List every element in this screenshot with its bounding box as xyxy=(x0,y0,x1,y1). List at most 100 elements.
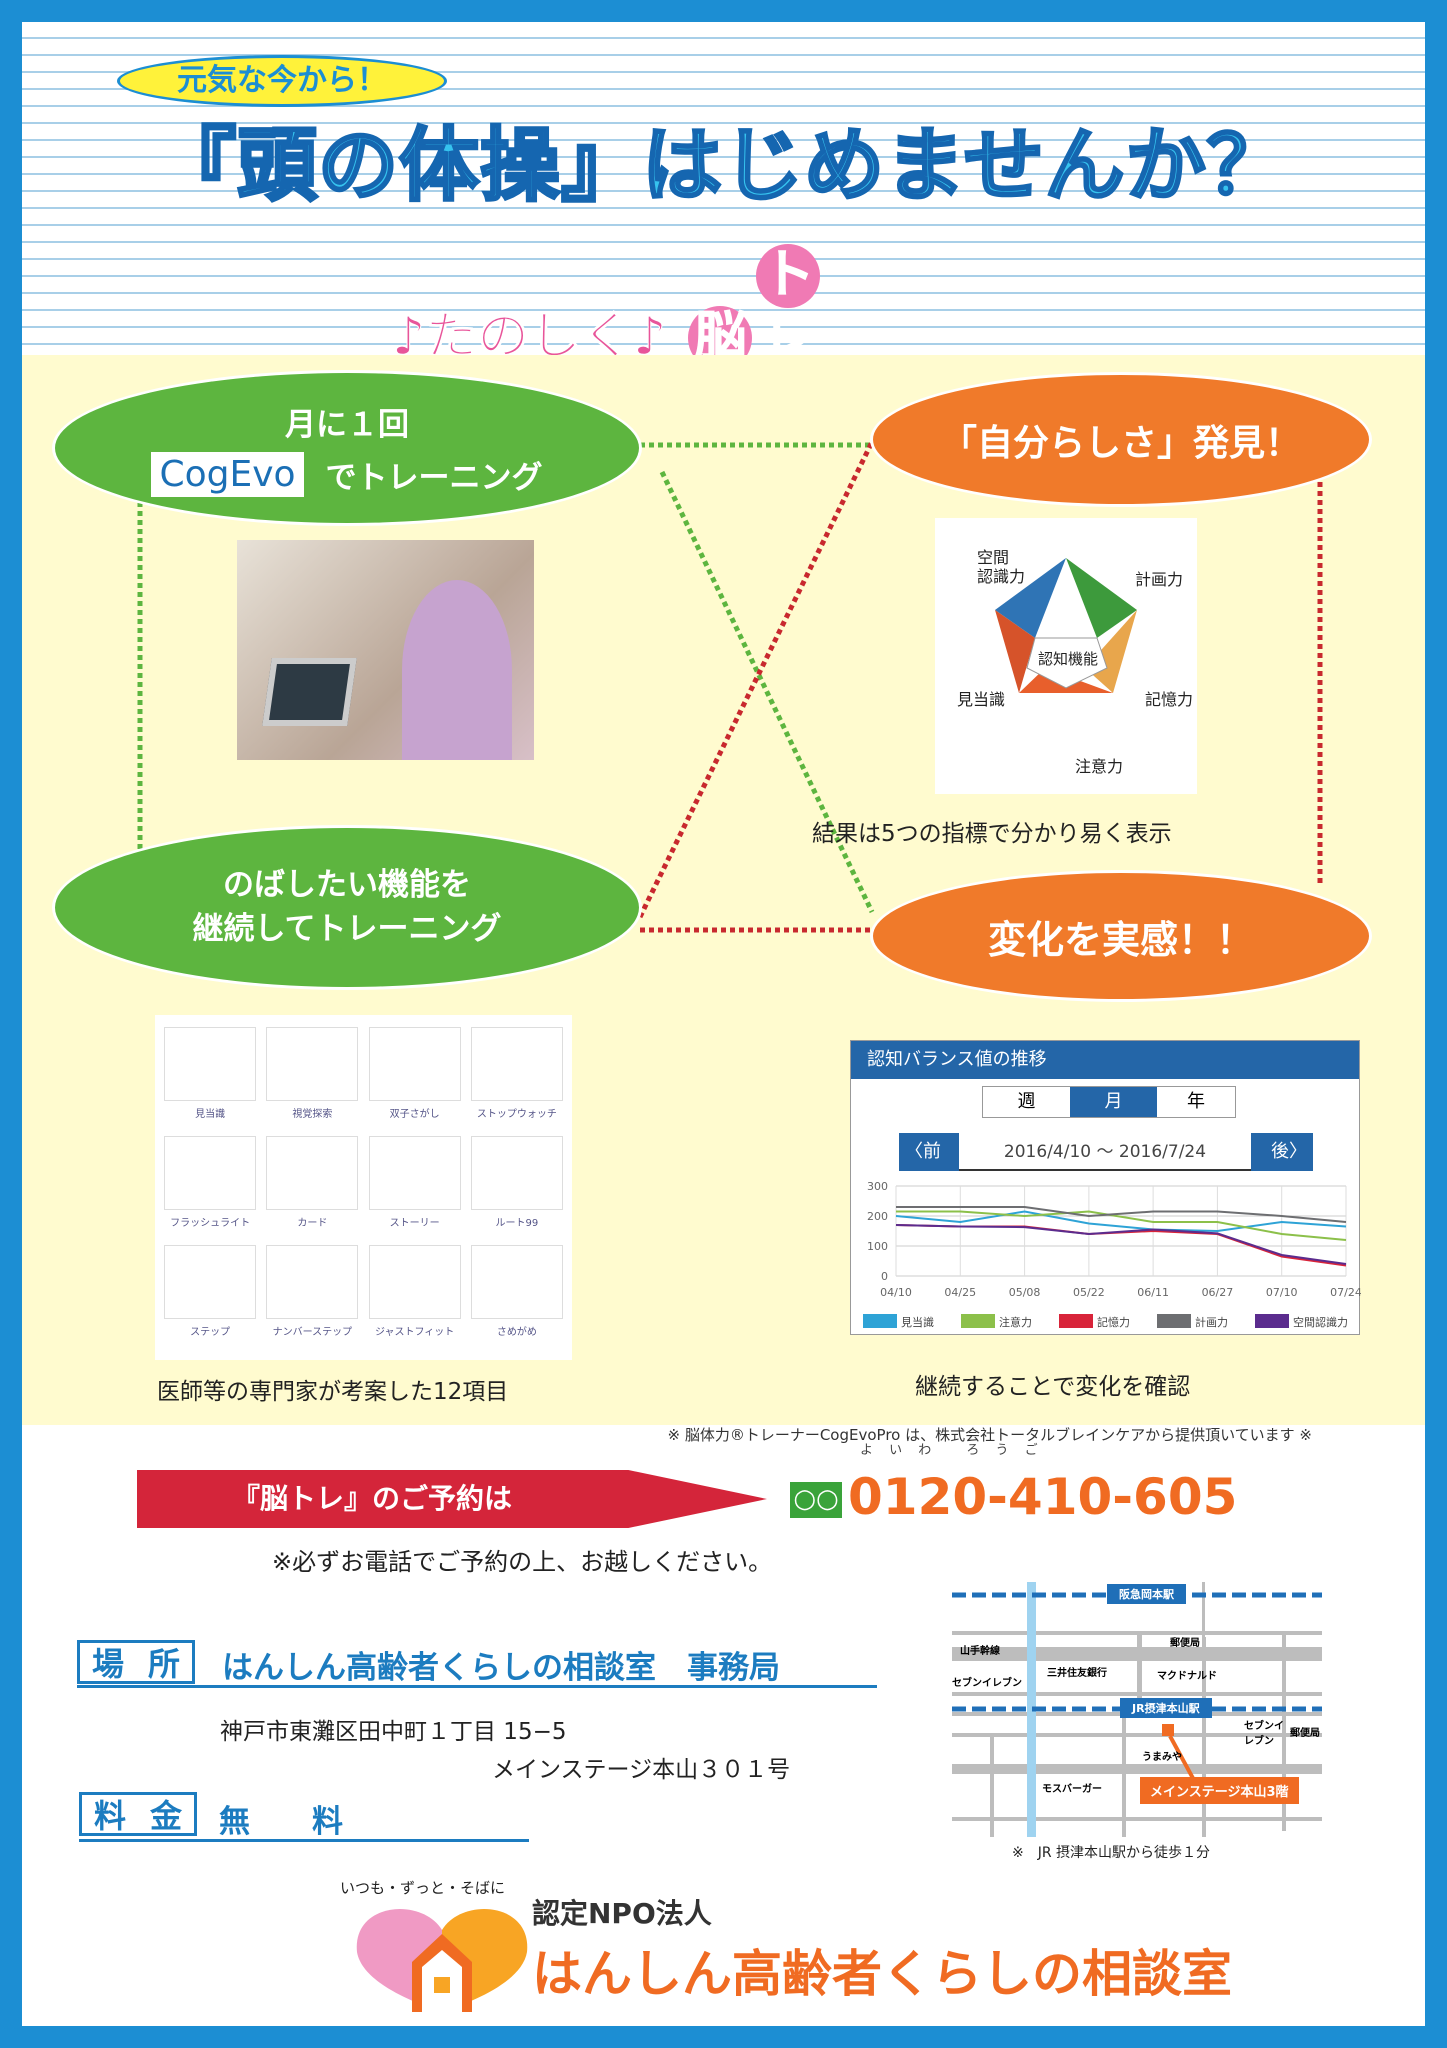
pentagon-label: 注意力 xyxy=(1075,757,1124,776)
x-tick-label: 04/10 xyxy=(880,1286,912,1299)
y-tick-label: 0 xyxy=(881,1270,888,1283)
game-tile: 双子さがし xyxy=(368,1027,462,1130)
legend-swatch xyxy=(1059,1314,1093,1328)
game-thumbnail xyxy=(368,1245,461,1319)
game-thumbnail xyxy=(266,1027,359,1101)
games-grid: 見当識視覚探索双子さがし ストップウォッチフラッシュライトカード ストーリー ルート9… xyxy=(155,1015,572,1360)
phone-number[interactable]: 0120-410-605 xyxy=(848,1468,1238,1526)
game-label: ストーリー xyxy=(389,1218,440,1229)
game-label: ナンバーステップ xyxy=(272,1327,353,1338)
map-poi: うまみや xyxy=(1142,1752,1182,1763)
map-poi: セブンイレブン xyxy=(1244,1721,1284,1747)
phone-ruby: よ い わ ろ う ご xyxy=(860,1443,1044,1458)
label-char: 料 xyxy=(93,1797,126,1835)
date-range: 2016/4/10 ～ 2016/7/24 xyxy=(959,1133,1251,1171)
x-tick-label: 04/25 xyxy=(944,1286,976,1299)
flyer: 元気な今から！ 『頭の体操』はじめませんか？ ♪たのしく♪ 脳トレ 月に１回 C… xyxy=(22,22,1425,2026)
next-button[interactable]: 後〉 xyxy=(1251,1133,1313,1171)
x-tick-label: 07/24 xyxy=(1330,1286,1361,1299)
pentagon-center-label: 認知機能 xyxy=(1038,650,1099,668)
step-text: のばしたい機能を xyxy=(223,867,471,904)
game-tile: ストーリー xyxy=(368,1136,462,1239)
reservation-banner: 『脳トレ』のご予約は xyxy=(137,1470,767,1528)
person-image xyxy=(402,580,512,760)
label-char: 場 xyxy=(91,1645,124,1683)
game-tile: ナンバーステップ xyxy=(265,1245,359,1348)
x-tick-label: 07/10 xyxy=(1266,1286,1298,1299)
x-tick-label: 06/11 xyxy=(1137,1286,1169,1299)
page-title: 『頭の体操』はじめませんか？ xyxy=(155,119,1289,212)
game-label: 双子さがし xyxy=(389,1109,440,1120)
game-tile: ルート99 xyxy=(470,1136,564,1239)
game-label: カード xyxy=(297,1218,328,1229)
game-thumbnail xyxy=(266,1245,359,1319)
legend-label: 計画力 xyxy=(1195,1315,1228,1329)
trend-chart: 認知バランス値の推移 週 月 年 〈前 2016/4/10 ～ 2016/7/2… xyxy=(850,1040,1361,1335)
pentagon-label: 記憶力 xyxy=(1145,690,1194,709)
tab-month[interactable]: 月 xyxy=(1070,1087,1157,1117)
game-thumbnail xyxy=(368,1136,461,1210)
reservation-notice: ※必ずお電話でご予約の上、お越しください。 xyxy=(272,1548,773,1576)
game-tile: ステップ xyxy=(163,1245,257,1348)
game-thumbnail xyxy=(470,1027,563,1101)
legend-swatch xyxy=(863,1314,897,1328)
game-tile: フラッシュライト xyxy=(163,1136,257,1239)
tablet-image xyxy=(262,658,357,726)
walk-note: ※ JR 摂津本山駅から徒歩１分 xyxy=(1012,1845,1211,1861)
period-tabs: 週 月 年 xyxy=(982,1086,1236,1118)
tab-year[interactable]: 年 xyxy=(1187,1091,1205,1112)
access-map: 阪急岡本駅 JR摂津本山駅 山手幹線 郵便局 セブンイレブン 三井住友銀行 マク… xyxy=(952,1582,1352,1882)
fee-label: 料金 xyxy=(79,1792,197,1836)
legend-label: 空間認識力 xyxy=(1293,1315,1348,1329)
game-tile: 見当識 xyxy=(163,1027,257,1130)
map-poi: 郵便局 xyxy=(1290,1728,1320,1739)
address-line-2: メインステージ本山３０１号 xyxy=(492,1757,791,1783)
map-poi: 郵便局 xyxy=(1170,1638,1200,1649)
game-tile: 視覚探索 xyxy=(265,1027,359,1130)
address-line-1: 神戸市東灘区田中町１丁目 15−5 xyxy=(220,1719,567,1745)
series-line-注意力 xyxy=(896,1210,1347,1241)
org-type: 認定NPO法人 xyxy=(532,1897,712,1930)
org-name: はんしん高齢者くらしの相談室 xyxy=(532,1945,1232,2003)
game-thumbnail xyxy=(470,1136,563,1210)
game-thumbnail xyxy=(164,1027,257,1101)
freedial-icon: ○○ xyxy=(790,1482,842,1518)
x-tick-label: 05/22 xyxy=(1073,1286,1105,1299)
label-char: 所 xyxy=(147,1645,180,1683)
y-tick-label: 200 xyxy=(867,1210,888,1223)
map-poi: モスバーガー xyxy=(1042,1784,1102,1795)
label-char: 金 xyxy=(149,1797,182,1835)
step-text: 月に１回 xyxy=(285,407,409,443)
series-line-空間認識力 xyxy=(895,1224,1347,1265)
fee-value: 無 料 xyxy=(219,1804,343,1840)
prev-button[interactable]: 〈前 xyxy=(899,1133,959,1171)
tab-week[interactable]: 週 xyxy=(1017,1091,1036,1112)
step-text: でトレーニング xyxy=(325,460,543,496)
connector-lines xyxy=(137,440,1323,933)
game-label: ジャストフィット xyxy=(374,1327,455,1338)
x-tick-label: 06/27 xyxy=(1202,1286,1234,1299)
training-photo xyxy=(237,540,534,760)
x-tick-label: 05/08 xyxy=(1009,1286,1041,1299)
game-label: ステップ xyxy=(190,1327,231,1338)
series-line-計画力 xyxy=(896,1206,1347,1223)
road-label: 山手幹線 xyxy=(960,1646,1000,1657)
station-hankyu: 阪急岡本駅 xyxy=(1107,1584,1186,1604)
game-thumbnail xyxy=(164,1136,257,1210)
legend-swatch xyxy=(961,1314,995,1328)
game-label: ルート99 xyxy=(495,1218,539,1229)
pentagon-chart: 認知機能 空間 認識力 計画力 記憶力 注意力 見当識 xyxy=(935,518,1197,794)
step-discover-self: 「自分らしさ」発見！ xyxy=(870,372,1372,507)
provider-note: ※ 脳体力®トレーナーCogEvoPro は、株式会社トータルブレインケアから提… xyxy=(667,1426,1313,1444)
chart-title: 認知バランス値の推移 xyxy=(851,1041,1359,1079)
chart-caption: 継続することで変化を確認 xyxy=(915,1374,1191,1400)
step-feel-change: 変化を実感！！ xyxy=(870,870,1372,1002)
fee-row: 料金 無 料 xyxy=(79,1792,529,1842)
y-tick-label: 100 xyxy=(867,1240,888,1253)
pentagon-label: 計画力 xyxy=(1135,570,1184,589)
game-thumbnail xyxy=(470,1245,563,1319)
destination-label: メインステージ本山3階 xyxy=(1140,1777,1299,1804)
game-tile: ストップウォッチ xyxy=(470,1027,564,1130)
